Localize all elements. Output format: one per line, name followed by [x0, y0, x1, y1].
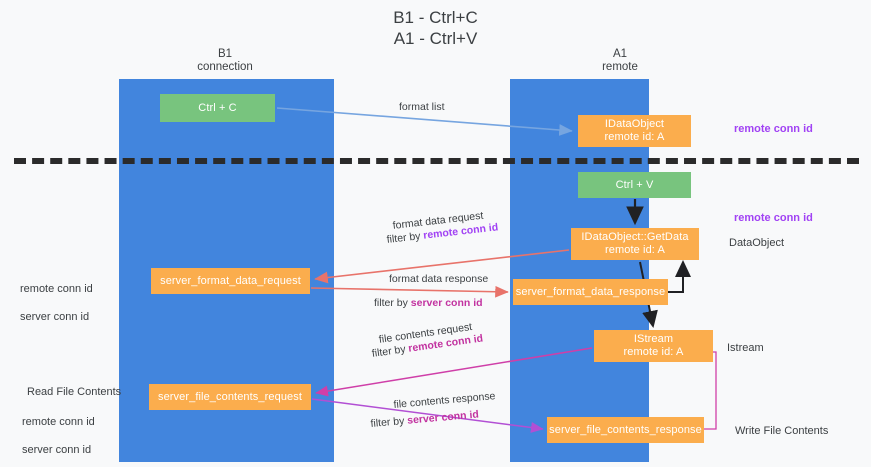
annotation-left-conn-ids: remote conn id server conn id: [20, 268, 93, 324]
filter-key-server-conn-id: server conn id: [410, 297, 483, 309]
filter-prefix: filter by: [374, 297, 411, 309]
lane-header-a1: A1 remote: [602, 48, 638, 73]
annotation-read-file-contents: Read File Contents: [27, 386, 122, 398]
edge-label-format-list: format list: [399, 101, 445, 113]
annotation-remote-conn-id-top: remote conn id: [734, 123, 813, 135]
edge-file-contents-request: [315, 347, 593, 397]
annotation-dataobject: DataObject: [729, 237, 785, 249]
node-server-file-contents-response[interactable]: server_file_contents_response: [547, 417, 704, 443]
edge-label-format-data-response-filter: filter by server conn id: [374, 296, 483, 310]
phase-divider: [14, 158, 859, 164]
edge-file-contents-response: [311, 398, 544, 433]
annotation-write-file-contents: Write File Contents: [735, 425, 829, 437]
node-ctrl-c[interactable]: Ctrl + C: [160, 94, 275, 122]
lane-header-b1: B1 connection: [197, 48, 253, 73]
annotation-left-server-conn-id: server conn id: [20, 311, 90, 323]
node-ctrl-v[interactable]: Ctrl + V: [578, 172, 691, 198]
node-server-file-contents-request[interactable]: server_file_contents_request: [149, 384, 311, 410]
node-server-format-data-response[interactable]: server_format_data_response: [513, 279, 668, 305]
edge-response-to-getdata: [668, 260, 691, 293]
annotation-remote-conn-id-mid: remote conn id: [734, 212, 813, 224]
node-server-format-data-request[interactable]: server_format_data_request: [151, 268, 310, 294]
page-title: B1 - Ctrl+C A1 - Ctrl+V: [393, 8, 478, 48]
annotation-istream: Istream: [727, 342, 764, 354]
edge-format-data-response: [310, 285, 509, 298]
annotation-left-remote-conn-id-2: remote conn id: [22, 416, 95, 428]
edge-label-format-data-response: format data response: [389, 273, 489, 285]
edge-format-list: [276, 107, 573, 136]
filter-prefix: filter by: [370, 414, 408, 430]
edge-format-data-request: [314, 249, 570, 284]
node-idataobject[interactable]: IDataObject remote id: A: [578, 115, 691, 147]
edge-fcresp-to-istream: [704, 351, 717, 430]
node-idataobject-getdata[interactable]: IDataObject::GetData remote id: A: [571, 228, 699, 260]
annotation-left-conn-ids-2: remote conn id server conn id: [22, 401, 95, 457]
node-istream[interactable]: IStream remote id: A: [594, 330, 713, 362]
annotation-left-server-conn-id-2: server conn id: [22, 444, 92, 456]
annotation-left-remote-conn-id: remote conn id: [20, 283, 93, 295]
